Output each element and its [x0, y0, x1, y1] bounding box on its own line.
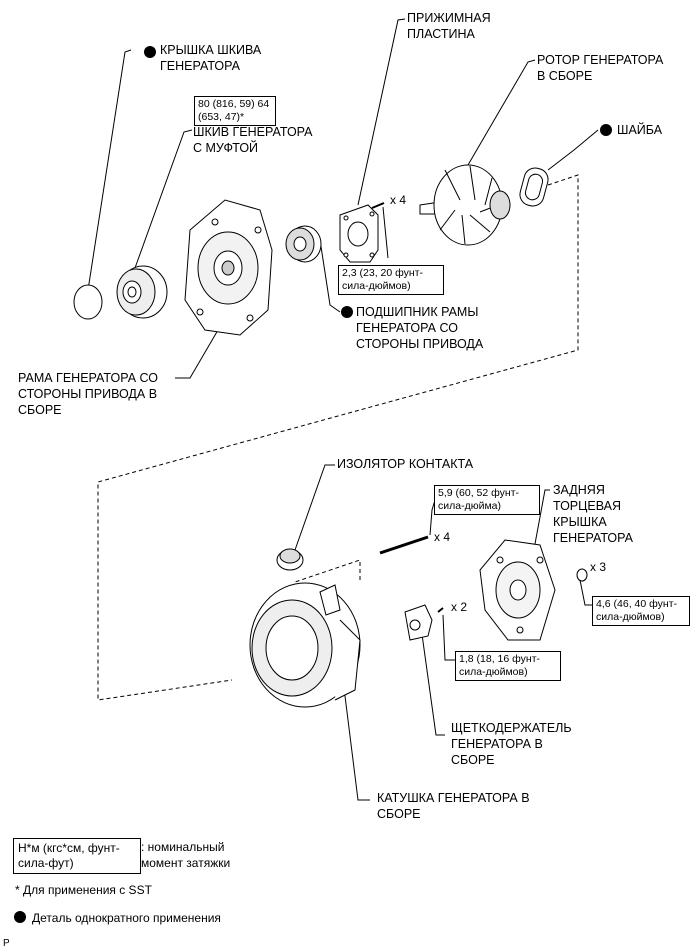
label-retainer-plate: ПРИЖИМНАЯ ПЛАСТИНА: [407, 11, 491, 41]
leader-retainer-plate: [357, 18, 406, 206]
washer-part: [519, 167, 549, 207]
label-pulley-cover: КРЫШКА ШКИВА ГЕНЕРАТОРА: [160, 43, 262, 73]
leader-coil: [342, 679, 370, 801]
bearing-part: [285, 225, 322, 263]
label-rear-cover: ЗАДНЯЯ ТОРЦЕВАЯ КРЫШКА ГЕНЕРАТОРА: [553, 483, 633, 545]
long-bolt-part: [379, 535, 429, 555]
single-use-dot-bearing: [341, 306, 353, 318]
torque-box-long-bolt: 5,9 (60, 52 фунт- сила-дюйма): [434, 485, 540, 515]
clutch-pulley-part: [116, 265, 168, 319]
single-use-dot-washer: [600, 124, 612, 136]
torque-box-rear-nut: 4,6 (46, 40 фунт- сила-дюймов): [592, 596, 690, 626]
leader-rotor: [467, 59, 536, 166]
label-drive-frame: РАМА ГЕНЕРАТОРА СО СТОРОНЫ ПРИВОДА В СБО…: [18, 371, 158, 417]
leader-bearing: [319, 239, 341, 313]
leader-rear-nut: [579, 579, 592, 606]
label-rotor: РОТОР ГЕНЕРАТОРА В СБОРЕ: [537, 53, 664, 83]
qty-long-bolts: x 4: [434, 530, 451, 544]
leader-brush-holder: [419, 619, 445, 736]
rotor-part: [419, 164, 511, 246]
leader-insulator: [294, 464, 335, 551]
assembly-dashed-line: [97, 174, 579, 701]
drive-frame-part: [184, 199, 273, 336]
torque-box-pulley: 80 (816, 59) 64 (653, 47)*: [194, 96, 276, 126]
leader-brush-screw: [442, 614, 455, 661]
rear-nut-part: [576, 568, 588, 582]
label-brush-holder: ЩЕТКОДЕРЖАТЕЛЬ ГЕНЕРАТОРА В СБОРЕ: [451, 721, 572, 767]
pulley-cover-part: [73, 284, 103, 320]
leader-washer: [547, 129, 599, 171]
brush-holder-part: [404, 604, 433, 641]
single-use-dot-pulley-cover: [144, 46, 156, 58]
legend-sst-note: * Для применения с SST: [15, 883, 152, 897]
insulator-part: [276, 548, 304, 571]
retainer-plate-part: [339, 204, 379, 263]
single-use-dot-legend: [14, 911, 26, 923]
leader-drive-frame: [175, 329, 219, 379]
legend-unit-desc: : номинальный момент затяжки: [141, 840, 231, 870]
leader-plate-torque: [382, 206, 389, 259]
corner-mark: P: [3, 938, 10, 949]
coil-part: [249, 582, 361, 708]
qty-brush-screws: x 2: [451, 600, 468, 614]
rear-cover-part: [479, 539, 556, 641]
brush-screw-part: [437, 607, 444, 613]
label-coil: КАТУШКА ГЕНЕРАТОРА В СБОРЕ: [377, 791, 530, 821]
qty-rear-nuts: x 3: [590, 560, 607, 574]
qty-plate-screws: x 4: [390, 193, 407, 207]
leader-pulley-cover: [87, 49, 132, 291]
legend-single-use: Деталь однократного применения: [32, 911, 221, 925]
torque-box-plate: 2,3 (23, 20 фунт- сила-дюймов): [338, 265, 444, 295]
label-bearing: ПОДШИПНИК РАМЫ ГЕНЕРАТОРА СО СТОРОНЫ ПРИ…: [356, 305, 484, 351]
plate-screw-part: [371, 202, 385, 209]
leader-clutch-pulley: [134, 129, 193, 269]
label-clutch-pulley: ШКИВ ГЕНЕРАТОРА С МУФТОЙ: [193, 125, 313, 155]
label-washer: ШАЙБА: [617, 123, 663, 137]
legend-unit-box: Н*м (кгс*см, фунт- сила-фут): [13, 838, 141, 874]
label-terminal-insulator: ИЗОЛЯТОР КОНТАКТА: [337, 457, 474, 471]
torque-box-brush: 1,8 (18, 16 фунт- сила-дюймов): [455, 651, 561, 681]
leader-rear-cover: [531, 489, 550, 561]
